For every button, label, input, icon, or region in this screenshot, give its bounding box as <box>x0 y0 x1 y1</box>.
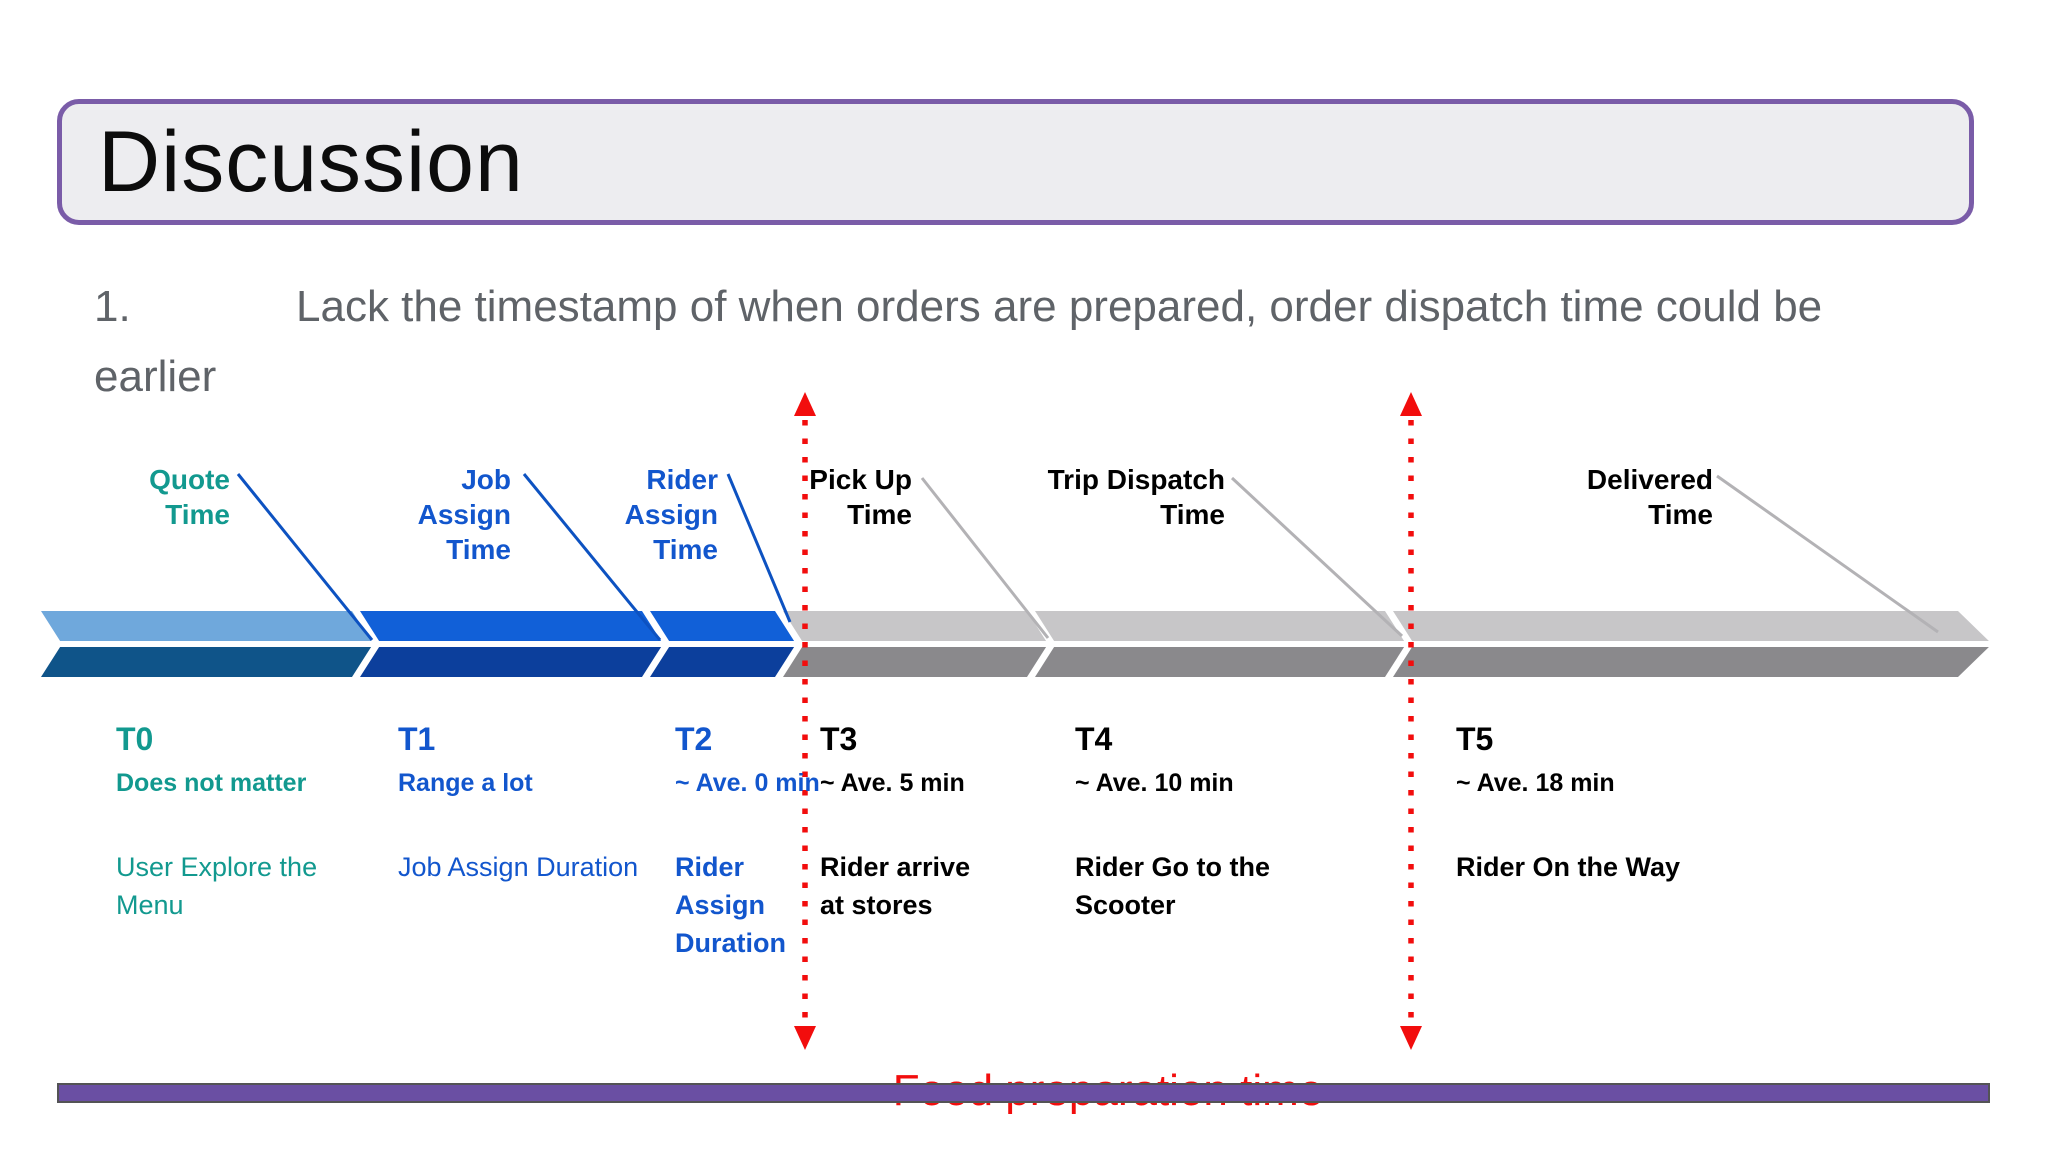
t0-average: Does not matter <box>116 769 307 797</box>
discussion-point: 1. Lack the timestamp of when orders are … <box>94 272 1894 412</box>
rider-assign-segment-top <box>650 611 795 641</box>
page-title: Discussion <box>98 113 524 210</box>
t5-average: ~ Ave. 18 min <box>1456 769 1615 797</box>
t4-average: ~ Ave. 10 min <box>1075 769 1234 797</box>
pick-up-time-label-line: Pick Up <box>809 464 912 495</box>
delivered-time-label-line: Time <box>1648 499 1713 530</box>
marker-down-arrow-2 <box>1400 1026 1422 1050</box>
rider-assign-time-label-line: Assign <box>624 499 718 530</box>
delivered-segment-top <box>1393 611 1989 641</box>
quote-time-leader <box>236 473 374 641</box>
job-assign-time-label-line: Time <box>446 534 511 565</box>
t2-label: T2 <box>675 721 713 757</box>
rider-assign-segment-bottom <box>650 647 795 677</box>
job-assign-time-label-line: Assign <box>417 499 511 530</box>
t1-label: T1 <box>398 721 436 757</box>
t2-description: Rider Assign Duration <box>675 852 786 958</box>
t5-label: T5 <box>1456 721 1494 757</box>
list-number: 1. <box>94 282 131 331</box>
t2-average: ~ Ave. 0 min <box>675 769 820 797</box>
rider-assign-time-leader <box>726 473 792 623</box>
t4-label: T4 <box>1075 721 1113 757</box>
marker-down-arrow-1 <box>794 1026 816 1050</box>
pick-up-time-leader <box>920 477 1050 639</box>
pick-up-segment-top <box>783 611 1047 641</box>
t0-description: User Explore the Menu <box>116 852 318 920</box>
trip-dispatch-segment-bottom <box>1035 647 1405 677</box>
pick-up-segment-bottom <box>783 647 1047 677</box>
t3-description: Rider arrive at stores <box>820 852 971 920</box>
quote-time-segment-top <box>41 611 372 641</box>
delivered-time-label-line: Delivered <box>1586 464 1713 495</box>
quote-time-segment-bottom <box>41 647 372 677</box>
t3-average: ~ Ave. 5 min <box>820 769 965 797</box>
delivered-time-leader <box>1716 474 1939 634</box>
quote-time-label-line: Quote <box>149 464 230 495</box>
t5-description: Rider On the Way <box>1456 852 1681 882</box>
discussion-line-2: earlier <box>94 352 217 401</box>
slide-footer-bar <box>57 1083 1990 1103</box>
trip-dispatch-time-label-line: Trip Dispatch <box>1047 464 1225 495</box>
t0-label: T0 <box>116 721 154 757</box>
discussion-line-1: Lack the timestamp of when orders are pr… <box>296 282 1823 331</box>
title-box: Discussion <box>57 99 1974 225</box>
trip-dispatch-time-label-line: Time <box>1160 499 1225 530</box>
delivered-segment-bottom <box>1393 647 1989 677</box>
rider-assign-time-label-line: Rider <box>646 464 718 495</box>
trip-dispatch-time-leader <box>1230 476 1404 638</box>
job-assign-segment-top <box>360 611 662 641</box>
rider-assign-time-label-line: Time <box>653 534 718 565</box>
pick-up-time-label-line: Time <box>847 499 912 530</box>
job-assign-time-label-line: Job <box>461 464 511 495</box>
t1-description: Job Assign Duration <box>398 852 639 882</box>
t1-average: Range a lot <box>398 769 533 797</box>
pick-up-time-label: Pick Up Time <box>809 462 912 532</box>
job-assign-segment-bottom <box>360 647 662 677</box>
trip-dispatch-segment-top <box>1035 611 1405 641</box>
t4-description: Rider Go to the Scooter <box>1075 852 1270 920</box>
t3-label: T3 <box>820 721 858 757</box>
quote-time-label-line: Time <box>165 499 230 530</box>
